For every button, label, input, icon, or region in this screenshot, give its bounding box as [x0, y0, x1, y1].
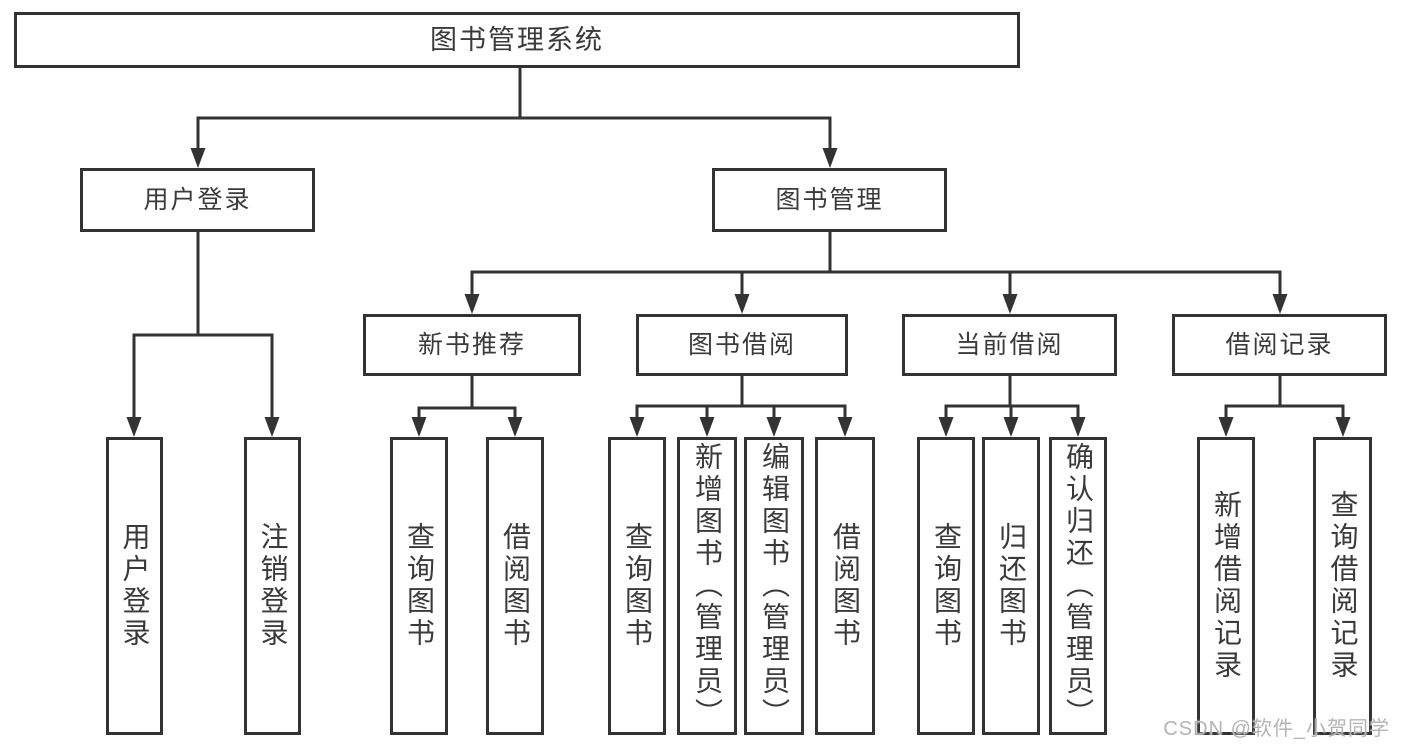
node-current-borrow: 当前借阅: [902, 314, 1117, 376]
node-br-query-record: 查询借阅记录: [1313, 437, 1372, 735]
node-bb-add-books: 新增图书（管理员）: [677, 437, 737, 735]
arrowhead-icon: [1335, 417, 1351, 437]
node-bb-query-books: 查询图书: [608, 437, 666, 735]
node-user-login: 用户登录: [80, 168, 315, 232]
node-cb-query-books: 查询图书: [917, 437, 975, 735]
node-label-br-query-record: 查询借阅记录: [1327, 490, 1359, 682]
node-book-management: 图书管理: [712, 168, 947, 232]
arrowhead-icon: [734, 294, 750, 314]
node-label-root: 图书管理系统: [430, 24, 604, 55]
arrowhead-icon: [464, 294, 480, 314]
node-borrow-records: 借阅记录: [1172, 314, 1387, 376]
node-new-book-recommend: 新书推荐: [363, 314, 581, 376]
node-label-logout: 注销登录: [257, 522, 289, 650]
arrowhead-icon: [1272, 294, 1288, 314]
node-label-bb-borrow-books: 借阅图书: [830, 522, 861, 650]
arrowhead-icon: [1002, 294, 1018, 314]
node-br-add-record: 新增借阅记录: [1197, 437, 1255, 735]
arrowhead-icon: [126, 417, 142, 437]
arrowhead-icon: [411, 417, 427, 437]
node-label-borrow-records: 借阅记录: [1225, 330, 1334, 359]
node-cb-confirm-return: 确认归还（管理员）: [1049, 437, 1107, 735]
arrowhead-icon: [1070, 417, 1086, 437]
arrowhead-icon: [938, 417, 954, 437]
node-book-borrow: 图书借阅: [636, 314, 848, 376]
node-cb-return-books: 归还图书: [982, 437, 1040, 735]
arrowhead-icon: [1003, 417, 1019, 437]
node-label-br-add-record: 新增借阅记录: [1211, 490, 1242, 682]
arrowhead-icon: [1218, 417, 1234, 437]
arrowhead-icon: [264, 417, 280, 437]
node-label-bb-query-books: 查询图书: [622, 522, 653, 650]
arrowhead-icon: [507, 417, 523, 437]
node-label-cb-return-books: 归还图书: [996, 522, 1027, 650]
node-label-book-management: 图书管理: [775, 185, 884, 214]
node-label-current-borrow: 当前借阅: [955, 330, 1064, 359]
node-nbr-query-books: 查询图书: [390, 437, 448, 735]
node-label-nbr-borrow-books: 借阅图书: [500, 522, 531, 650]
node-label-bb-edit-books: 编辑图书（管理员）: [759, 442, 790, 730]
arrowhead-icon: [766, 417, 782, 437]
node-label-book-borrow: 图书借阅: [687, 330, 796, 359]
watermark-text: CSDN @软件_小贺同学: [1163, 718, 1390, 740]
node-label-bb-add-books: 新增图书（管理员）: [692, 442, 723, 730]
node-nbr-borrow-books: 借阅图书: [486, 437, 544, 735]
node-bb-borrow-books: 借阅图书: [815, 437, 875, 735]
node-label-new-book-recommend: 新书推荐: [417, 330, 526, 359]
arrowhead-icon: [190, 148, 206, 168]
node-label-user-login: 用户登录: [143, 185, 252, 214]
node-login: 用户登录: [106, 437, 163, 735]
arrowhead-icon: [822, 148, 838, 168]
node-label-cb-confirm-return: 确认归还（管理员）: [1063, 442, 1094, 730]
node-logout: 注销登录: [244, 437, 301, 735]
node-label-cb-query-books: 查询图书: [931, 522, 962, 650]
arrowhead-icon: [699, 417, 715, 437]
arrowhead-icon: [629, 417, 645, 437]
node-root: 图书管理系统: [14, 12, 1020, 68]
node-label-login: 用户登录: [119, 522, 151, 650]
arrowhead-icon: [837, 417, 853, 437]
node-bb-edit-books: 编辑图书（管理员）: [744, 437, 804, 735]
node-label-nbr-query-books: 查询图书: [404, 522, 435, 650]
